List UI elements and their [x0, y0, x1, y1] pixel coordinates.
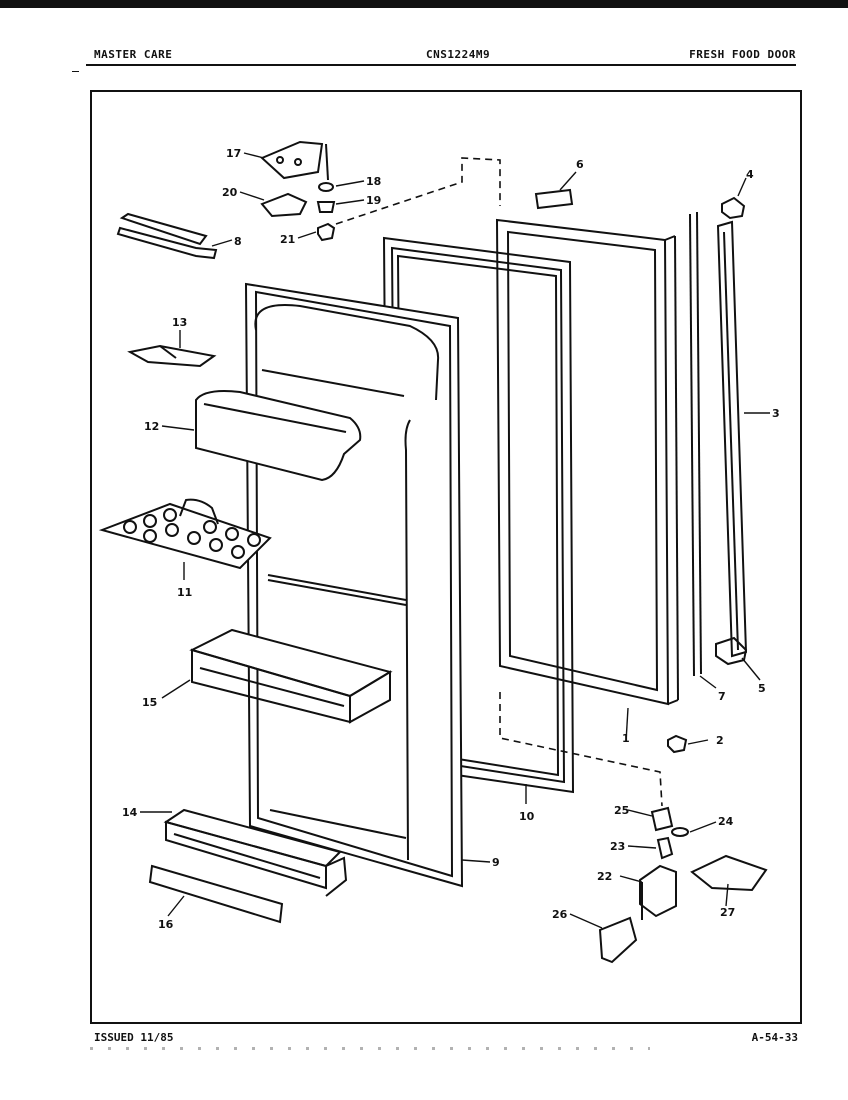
header-section-title: FRESH FOOD DOOR [689, 48, 796, 61]
callout-22: 22 [597, 870, 612, 883]
header-model-number: CNS1224M9 [426, 48, 491, 61]
handle-trim-part [116, 212, 218, 260]
door-cap-part [534, 188, 574, 210]
callout-27: 27 [720, 906, 735, 919]
callout-17: 17 [226, 147, 241, 160]
callout-18: 18 [366, 175, 381, 188]
callout-25: 25 [614, 804, 629, 817]
header-rule [86, 64, 796, 66]
door-rod-part [689, 211, 702, 677]
callout-7: 7 [718, 690, 726, 703]
door-shelf-part [189, 628, 393, 724]
callout-20: 20 [222, 186, 238, 199]
callout-leader-lines [140, 152, 770, 929]
top-border-bar [0, 0, 848, 8]
callout-19: 19 [366, 194, 381, 207]
scan-noise-line [90, 1047, 650, 1050]
hinge-pin-part [317, 222, 336, 242]
header-brand: MASTER CARE [94, 48, 173, 61]
egg-tray-part [98, 498, 272, 570]
callout-1: 1 [622, 732, 630, 745]
dairy-compartment-door-part [195, 390, 362, 482]
hinge-plate-part [598, 916, 638, 964]
callout-6: 6 [576, 158, 584, 171]
diagram-frame [90, 90, 802, 1024]
issued-date: ISSUED 11/85 [94, 1031, 174, 1044]
inner-door-liner-part [244, 282, 464, 888]
bottom-hinge-bushing-part [650, 806, 674, 832]
top-hinge-part [260, 140, 329, 181]
callout-23: 23 [610, 840, 625, 853]
hinge-bracket-part [690, 854, 768, 892]
door-handle-rail-part [716, 220, 748, 658]
callout-4: 4 [746, 168, 754, 181]
callout-15: 15 [142, 696, 157, 709]
callout-26: 26 [552, 908, 568, 921]
hinge-washer-part [318, 182, 334, 192]
hinge-shim-part [260, 192, 308, 218]
outer-door-panel-part [495, 218, 679, 706]
callout-24: 24 [718, 815, 734, 828]
callout-11: 11 [177, 586, 192, 599]
hinge-bushing-part [316, 201, 336, 213]
callout-3: 3 [772, 407, 780, 420]
handle-top-cap-part [721, 196, 746, 220]
margin-tick [72, 71, 79, 72]
trim-strip-part [148, 864, 284, 924]
lower-shelf-part [163, 808, 348, 897]
callout-5: 5 [758, 682, 766, 695]
assembly-guide-lines [335, 157, 663, 807]
callout-14: 14 [122, 806, 138, 819]
bottom-hinge-washer-part [671, 827, 689, 837]
callout-labels: 1 2 3 4 5 6 7 8 9 10 11 12 13 14 15 16 1… [122, 147, 780, 931]
callout-10: 10 [519, 810, 535, 823]
callout-9: 9 [492, 856, 500, 869]
callout-8: 8 [234, 235, 242, 248]
diagram-code: A-54-33 [751, 1031, 798, 1044]
callout-12: 12 [144, 420, 159, 433]
dairy-bracket-part [127, 344, 217, 368]
callout-2: 2 [716, 734, 724, 747]
callout-13: 13 [172, 316, 187, 329]
callout-16: 16 [158, 918, 174, 931]
bottom-hinge-part [639, 864, 677, 920]
door-stop-part [667, 734, 688, 754]
callout-21: 21 [280, 233, 295, 246]
bottom-hinge-pin-part [656, 836, 674, 860]
